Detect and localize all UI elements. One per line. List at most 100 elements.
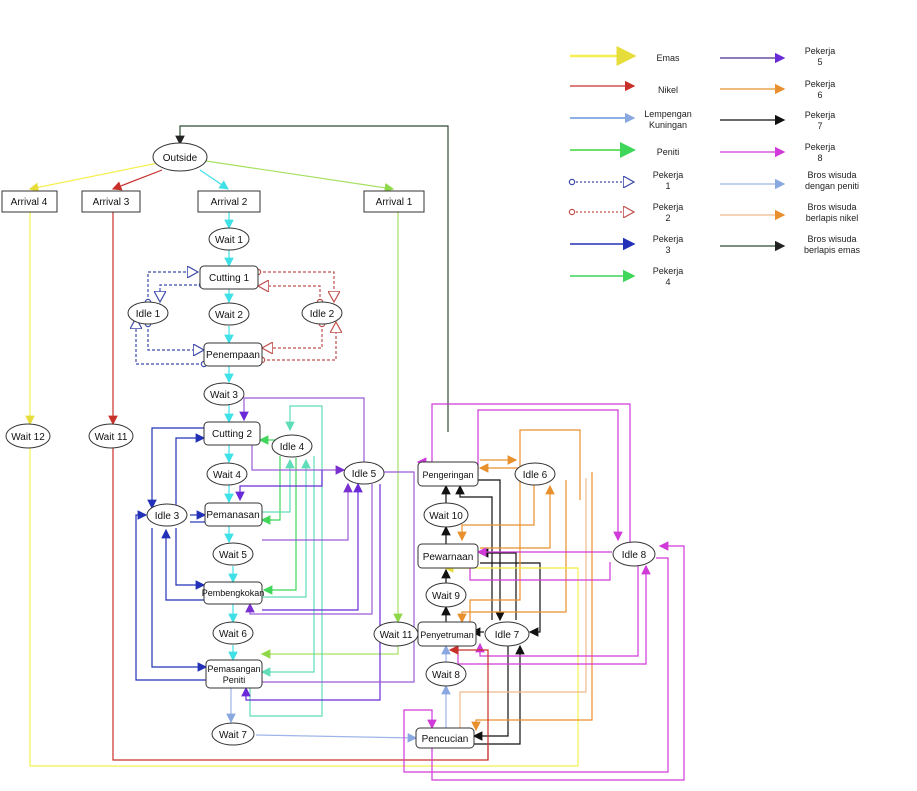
node-penempaan-label: Penempaan [206,350,260,361]
edge-cuci-idle7 [474,644,525,745]
edge-idle6-setrum [457,480,567,624]
node-idle4 [271,434,313,458]
edge-idle4-bengkok [262,458,297,595]
node-cutting1-label: Cutting 1 [209,273,249,284]
legend-pekerja1-label-a: Pekerja [653,170,684,180]
node-outside [152,142,208,172]
node-pemanasan-label: Pemanasan [206,510,259,521]
node-penyetruman [417,621,477,647]
node-cutting2-label: Cutting 2 [212,429,252,440]
legend-pekerja2-label-a: Pekerja [653,202,684,212]
node-arrival2-label: Arrival 2 [211,197,248,208]
node-idle7 [484,621,530,647]
edge-idle2-cut1 [258,286,320,302]
legend-bros-emas-label2: berlapis emas [804,245,861,255]
node-idle5-label: Idle 5 [352,469,377,480]
node-idle1 [127,301,169,325]
legend-pekerja1-label-b: 1 [665,181,670,191]
legend-bros-emas-label1: Bros wisuda [807,234,856,244]
node-arrival1-label: Arrival 1 [376,197,413,208]
edge-outside-arrival2 [199,169,229,190]
legend-bros-peniti-label2: dengan peniti [805,181,859,191]
edge-idle5-bengkok [245,484,373,615]
node-wait9 [425,582,467,608]
node-pengeringan-label: Pengeringan [422,470,473,480]
edge-idle4-pasang [260,456,315,677]
edge-idle5-pasang [241,484,381,701]
edge-idle7-kering [455,484,493,620]
node-wait4-label: Wait 4 [213,470,241,481]
legend-pekerja2-label-b: 2 [665,213,670,223]
node-wait4 [206,462,248,486]
node-idle6 [514,462,556,486]
edge-idle3-pasang [151,528,208,672]
nodes: Outside Arrival 4 Arrival 3 Arrival 2 Ar… [1,142,656,749]
node-arrival2 [197,190,261,213]
edge-idle6-warna [457,484,535,542]
node-arrival4-label: Arrival 4 [11,197,48,208]
edge-warna-idle8 [469,562,611,581]
edge-idle7-cuci [472,646,509,741]
legend-pekerja7-label-b: 7 [817,121,822,131]
edge-kering-idle7 [478,479,505,622]
legend-kuningan-label2: Kuningan [649,120,687,130]
edge-outside-arrival3 [111,169,163,191]
legend-pekerja5-label-a: Pekerja [805,46,836,56]
edge-setrum-idle6 [469,429,581,622]
legend-pekerja3-label-b: 3 [665,245,670,255]
node-wait11a-label: Wait 11 [95,432,128,443]
edge-bengkok-idle5 [262,482,363,611]
node-pemasangan-label2: Peniti [223,675,246,685]
node-penyetruman-label: Penyetruman [420,630,474,640]
edge-cut2-idle3 [147,427,204,510]
legend-pekerja3-label-a: Pekerja [653,234,684,244]
node-wait5 [212,542,254,566]
node-pewarnaan [417,543,479,569]
edge-pasang-idle5 [262,471,415,683]
node-idle3-label: Idle 3 [155,511,180,522]
edge-warna-idle7 [480,562,541,637]
node-pemasangan-label1: Pemasangan [207,664,260,674]
node-wait7-label: Wait 7 [219,730,247,741]
legend-pekerja8-label-b: 8 [817,153,822,163]
legend-peniti-label: Peniti [657,147,680,157]
edge-cuci-idle8 [431,541,685,781]
legend-pekerja4-label-a: Pekerja [653,266,684,276]
node-wait1-label: Wait 1 [215,235,243,246]
edge-idle4-pem [260,456,281,525]
node-wait11b-label: Wait 11 [380,630,413,641]
legend-nikel-label: Nikel [658,85,678,95]
node-idle2 [301,301,343,325]
node-wait9-label: Wait 9 [432,591,460,602]
node-wait10 [423,502,469,528]
node-outside-label: Outside [163,153,198,164]
node-wait8 [425,661,467,687]
edge-idle1-cut1 [148,272,198,302]
node-wait6 [212,621,254,645]
node-pembengkokan-label: Pembengkokan [202,588,265,598]
node-wait6-label: Wait 6 [219,629,247,640]
node-arrival3 [81,190,141,213]
edge-idle1-pen [148,324,204,350]
edge-red-setrum [448,645,489,760]
node-wait12 [5,423,51,449]
legend-pekerja6-label-b: 6 [817,90,822,100]
legend-pekerja8-label-a: Pekerja [805,142,836,152]
node-wait1 [208,227,250,251]
edge-idle6-cuci [471,472,593,732]
node-wait2 [208,302,250,326]
legend-pekerja5-label-b: 5 [817,57,822,67]
legend-pekerja6-label-a: Pekerja [805,79,836,89]
node-wait7 [211,722,255,746]
edge-pem-idle4 [262,458,295,513]
node-pemasangan [205,659,263,689]
legend-bros-nikel-label1: Bros wisuda [807,202,856,212]
connectors [25,125,685,781]
node-arrival3-label: Arrival 3 [93,197,130,208]
edge-wait7-cuci [255,733,418,743]
node-penempaan [203,342,263,367]
node-pencucian [415,727,475,749]
node-idle8-label: Idle 8 [622,550,647,561]
edge-pem-idle5 [262,482,353,541]
node-idle7-label: Idle 7 [495,630,520,641]
